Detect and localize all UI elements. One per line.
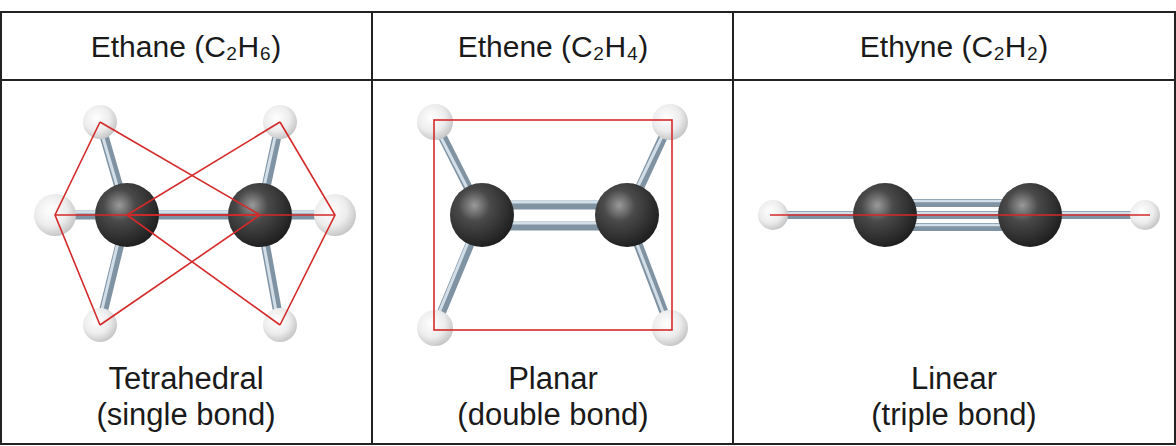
shape-caption: Linear (triple bond) — [871, 361, 1036, 432]
shape-caption: Tetrahedral (single bond) — [96, 361, 275, 432]
ethene-model — [417, 104, 688, 346]
table-frame — [1, 12, 1175, 444]
column-header: Ethene (C₂H₄) — [458, 30, 649, 65]
shape-caption: Planar (double bond) — [457, 361, 648, 432]
ethyne-model — [758, 183, 1160, 247]
column-header: Ethane (C₂H₆) — [91, 30, 281, 65]
ethane-model — [34, 105, 356, 342]
column-header: Ethyne (C₂H₂) — [860, 30, 1048, 65]
